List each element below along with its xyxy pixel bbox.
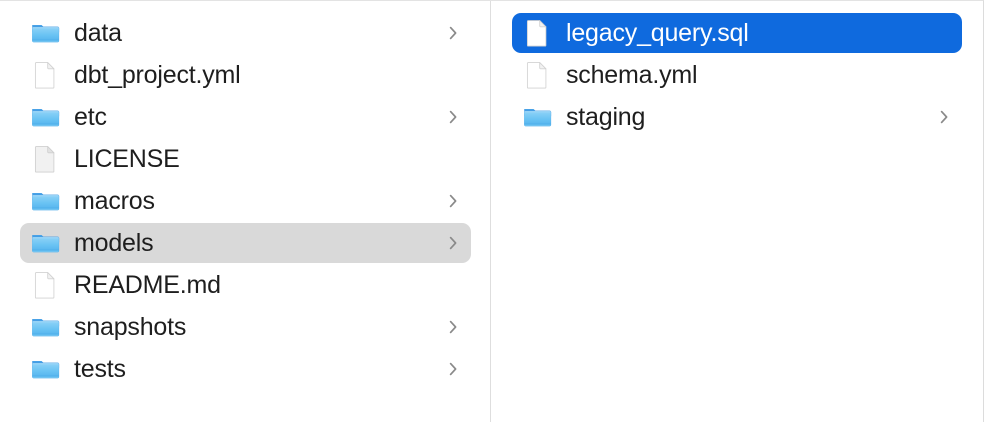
folder-row[interactable]: models — [20, 223, 471, 263]
folder-icon — [30, 228, 60, 258]
folder-icon — [30, 354, 60, 384]
chevron-right-icon[interactable] — [447, 23, 459, 43]
document-icon — [30, 270, 60, 300]
item-label: macros — [74, 187, 155, 215]
chevron-right-icon[interactable] — [938, 107, 950, 127]
folder-icon — [30, 186, 60, 216]
folder-row[interactable]: macros — [20, 181, 471, 221]
finder-column-models[interactable]: legacy_query.sql schema.yml staging — [491, 1, 983, 422]
item-label: snapshots — [74, 313, 187, 341]
item-label: README.md — [74, 271, 221, 299]
document-icon — [522, 60, 552, 90]
chevron-right-icon[interactable] — [447, 107, 459, 127]
folder-icon — [30, 102, 60, 132]
item-label: models — [74, 229, 154, 257]
item-label: LICENSE — [74, 145, 180, 173]
folder-row[interactable]: tests — [20, 349, 471, 389]
item-label: dbt_project.yml — [74, 61, 241, 89]
finder-column-parent[interactable]: data dbt_project.yml etc LICENSE — [0, 1, 491, 422]
item-label: etc — [74, 103, 107, 131]
chevron-right-icon[interactable] — [447, 191, 459, 211]
item-label: tests — [74, 355, 126, 383]
item-label: data — [74, 19, 122, 47]
folder-row[interactable]: data — [20, 13, 471, 53]
file-row[interactable]: schema.yml — [512, 55, 962, 95]
document-icon — [30, 60, 60, 90]
item-label: legacy_query.sql — [566, 19, 749, 47]
folder-icon — [30, 18, 60, 48]
chevron-right-icon[interactable] — [447, 359, 459, 379]
document-icon — [522, 18, 552, 48]
chevron-right-icon[interactable] — [447, 233, 459, 253]
file-row[interactable]: README.md — [20, 265, 471, 305]
item-label: staging — [566, 103, 646, 131]
plain-document-icon — [30, 144, 60, 174]
folder-row[interactable]: etc — [20, 97, 471, 137]
folder-row[interactable]: staging — [512, 97, 962, 137]
file-row[interactable]: LICENSE — [20, 139, 471, 179]
folder-icon — [522, 102, 552, 132]
file-row[interactable]: dbt_project.yml — [20, 55, 471, 95]
folder-row[interactable]: snapshots — [20, 307, 471, 347]
file-row[interactable]: legacy_query.sql — [512, 13, 962, 53]
chevron-right-icon[interactable] — [447, 317, 459, 337]
item-label: schema.yml — [566, 61, 698, 89]
folder-icon — [30, 312, 60, 342]
